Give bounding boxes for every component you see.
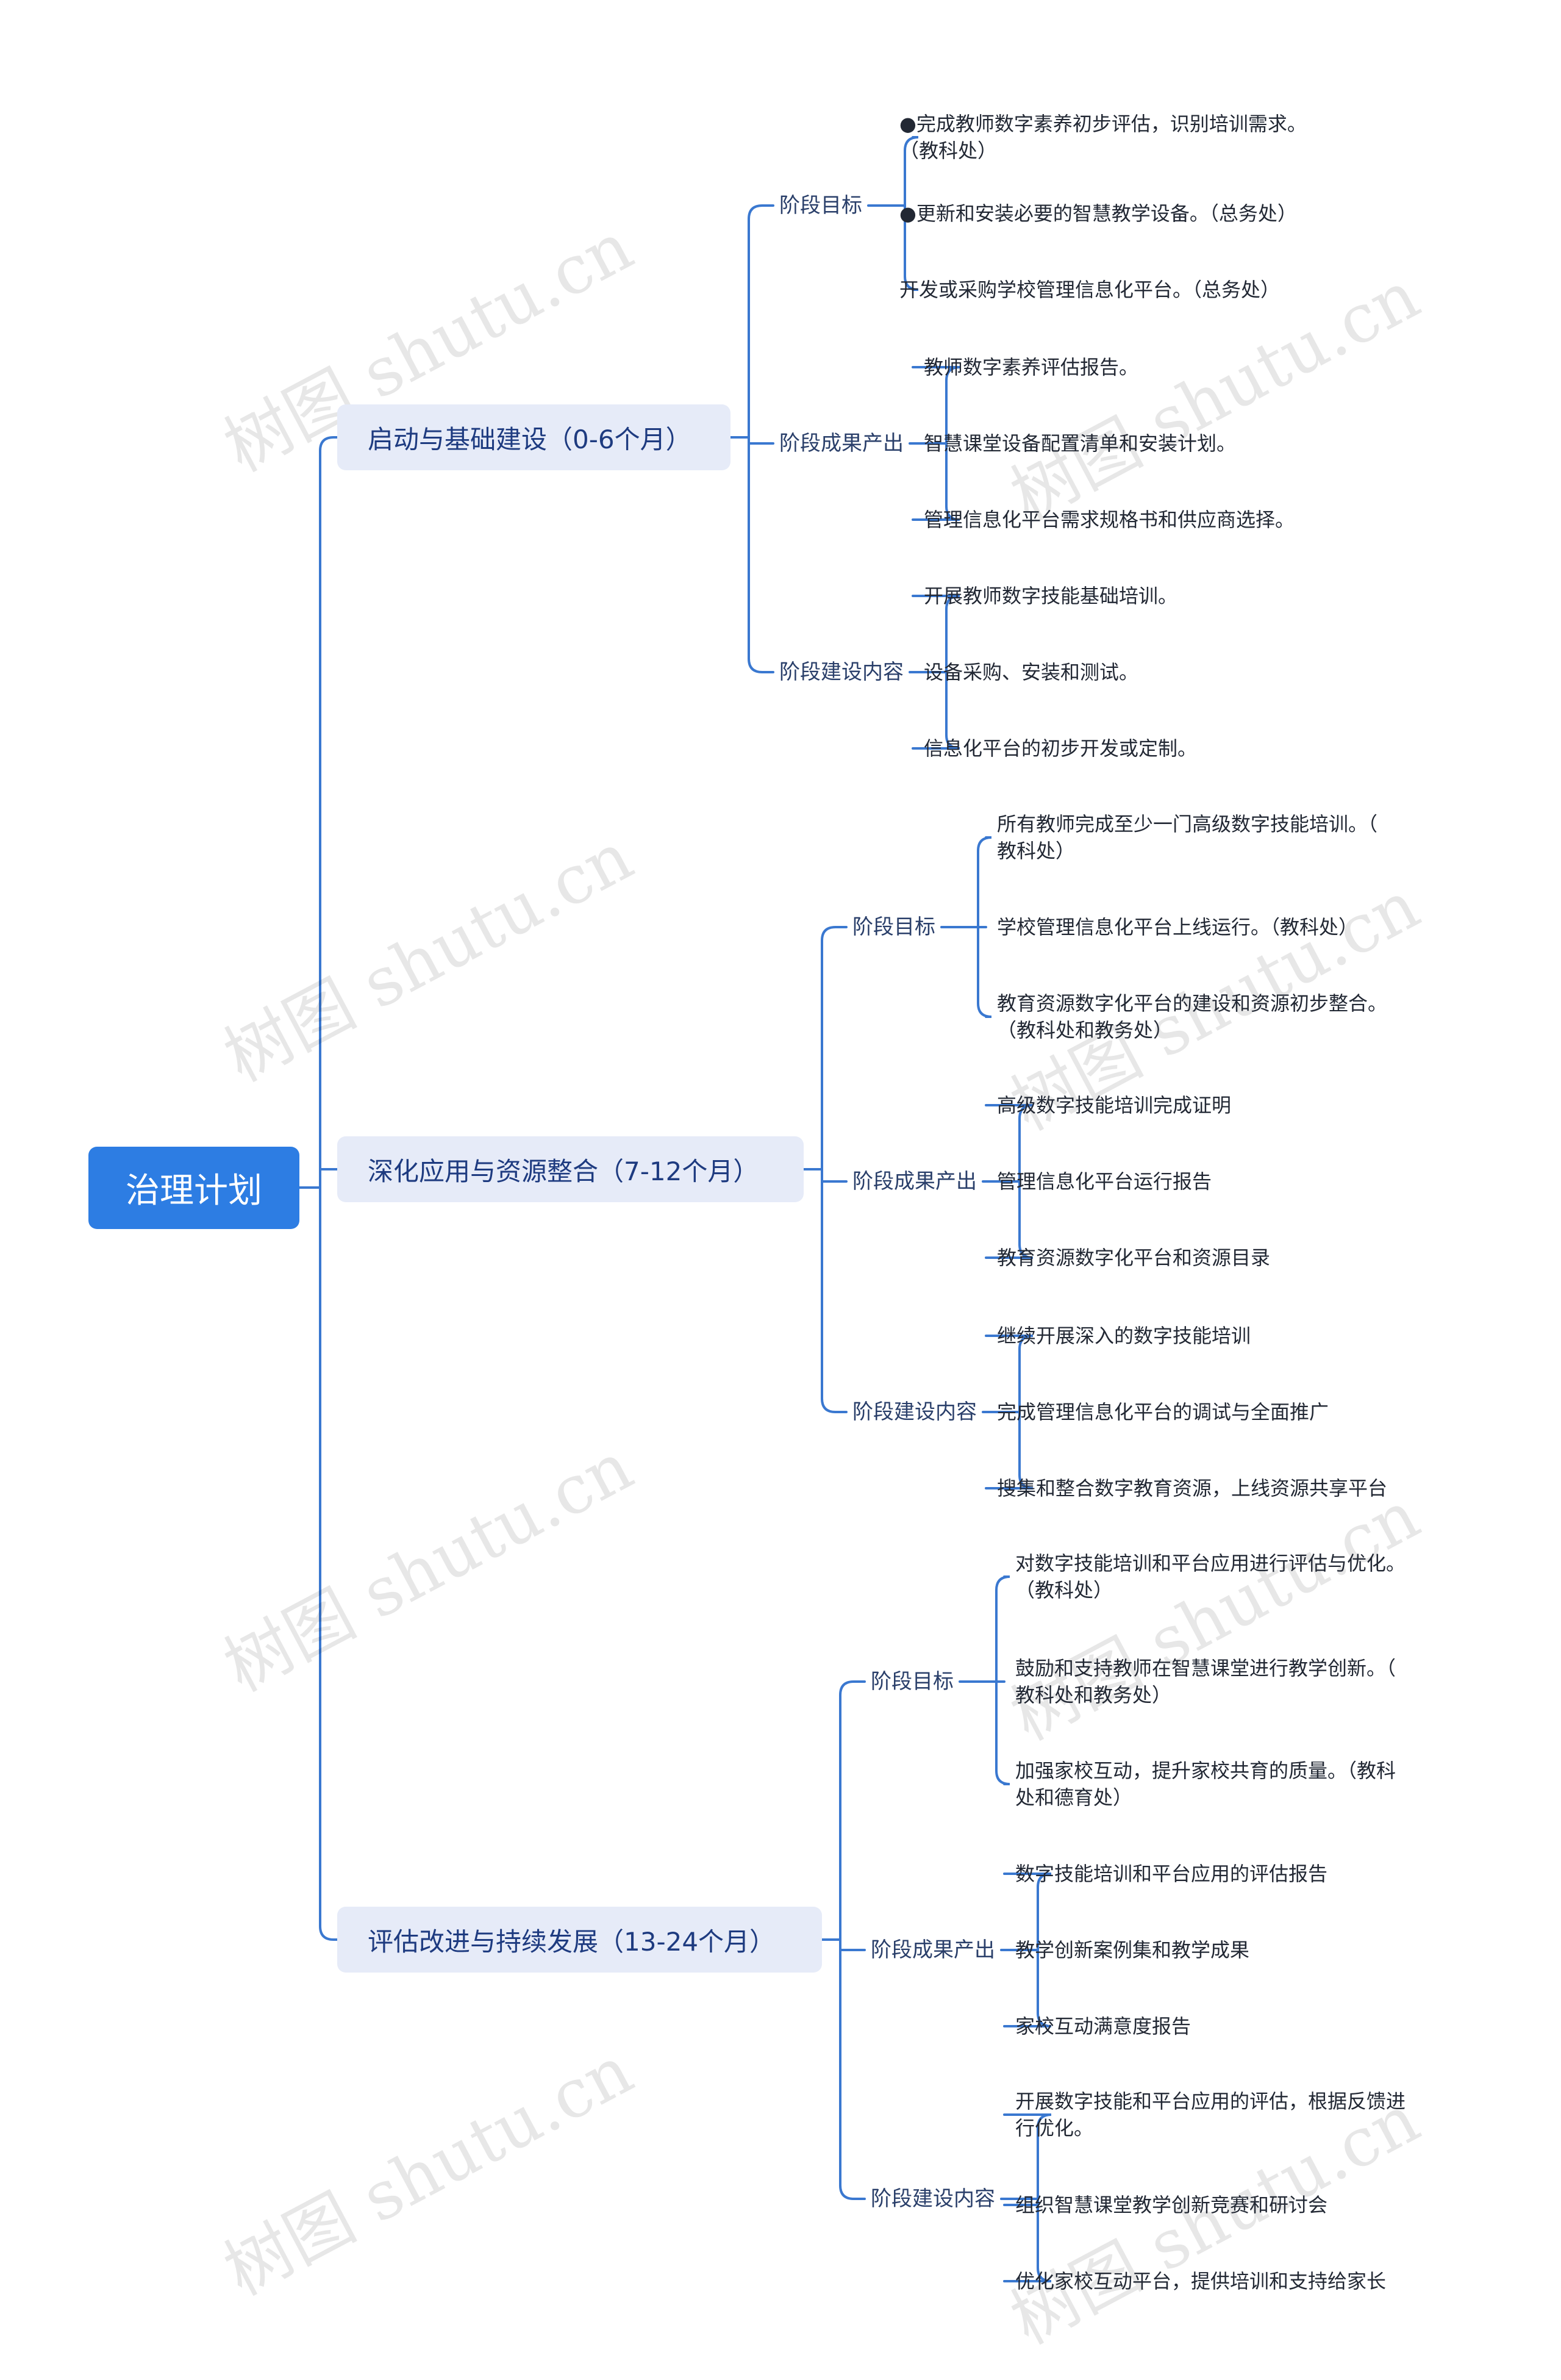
connector-line — [985, 1104, 1034, 1183]
leaf-item[interactable]: ●完成教师数字素养初步评估，识别培训需求。 （教科处） — [899, 112, 1307, 162]
connector-line — [1003, 1873, 1052, 1951]
leaf-item[interactable]: 优化家校互动平台，提供培训和支持给家长 — [1015, 2270, 1387, 2293]
connector-line — [904, 136, 919, 207]
leaf-item[interactable]: ●更新和安装必要的智慧教学设备。（总务处） — [899, 202, 1297, 225]
category-node[interactable]: 阶段成果产出 — [852, 1169, 977, 1194]
category-node[interactable]: 阶段成果产出 — [871, 1938, 995, 1962]
connector-line — [912, 595, 960, 673]
leaf-item[interactable]: 学校管理信息化平台上线运行。（教科处） — [997, 916, 1359, 939]
connector-line — [995, 1680, 1010, 1785]
connector-line — [977, 926, 992, 1018]
leaf-item[interactable]: 开发或采购学校管理信息化平台。（总务处） — [899, 278, 1281, 301]
leaf-item[interactable]: 设备采购、安装和测试。 — [924, 661, 1139, 684]
leaf-item[interactable]: 管理信息化平台运行报告 — [997, 1170, 1212, 1193]
connector-line — [319, 1186, 338, 1941]
connector-line — [985, 1411, 1034, 1489]
leaf-item[interactable]: 家校互动满意度报告 — [1015, 2015, 1191, 2038]
connector-line — [821, 1168, 848, 1413]
connector-line — [1003, 1949, 1052, 2027]
leaf-item[interactable]: 数字技能培训和平台应用的评估报告 — [1015, 1862, 1328, 1885]
category-node[interactable]: 阶段目标 — [779, 193, 862, 218]
leaf-item[interactable]: 完成管理信息化平台的调试与全面推广 — [997, 1400, 1329, 1424]
phase-node[interactable]: 深化应用与资源整合（7-12个月） — [337, 1136, 804, 1202]
leaf-item[interactable]: 教师数字素养评估报告。 — [924, 356, 1139, 379]
category-node[interactable]: 阶段建设内容 — [779, 660, 904, 684]
connector-line — [904, 204, 919, 291]
leaf-item[interactable]: 开展教师数字技能基础培训。 — [924, 584, 1178, 608]
leaf-item[interactable]: 开展数字技能和平台应用的评估，根据反馈进 行优化。 — [1015, 2090, 1406, 2140]
phase-node[interactable]: 评估改进与持续发展（13-24个月） — [337, 1907, 822, 1973]
category-node[interactable]: 阶段建设内容 — [871, 2187, 995, 2211]
connector-line — [748, 436, 774, 673]
connector-line — [985, 1180, 1034, 1259]
category-node[interactable]: 阶段成果产出 — [779, 431, 904, 456]
connector-line — [985, 1335, 1034, 1413]
connector-line — [319, 436, 338, 1189]
leaf-item[interactable]: 智慧课堂设备配置清单和安装计划。 — [924, 432, 1237, 455]
category-node[interactable]: 阶段建设内容 — [852, 1400, 977, 1424]
leaf-item[interactable]: 教育资源数字化平台的建设和资源初步整合。 （教科处和教务处） — [997, 992, 1388, 1042]
connector-line — [839, 1938, 866, 2200]
leaf-item[interactable]: 管理信息化平台需求规格书和供应商选择。 — [924, 508, 1295, 531]
leaf-item[interactable]: 鼓励和支持教师在智慧课堂进行教学创新。（ 教科处和教务处） — [1015, 1657, 1396, 1707]
leaf-item[interactable]: 信息化平台的初步开发或定制。 — [924, 737, 1198, 760]
root-node[interactable]: 治理计划 — [88, 1147, 299, 1229]
leaf-item[interactable]: 高级数字技能培训完成证明 — [997, 1094, 1232, 1117]
connector-line — [821, 926, 848, 1170]
leaf-item[interactable]: 搜集和整合数字教育资源，上线资源共享平台 — [997, 1477, 1388, 1500]
connector-line — [839, 1680, 866, 1941]
phase-node[interactable]: 启动与基础建设（0-6个月） — [337, 404, 730, 470]
category-node[interactable]: 阶段目标 — [871, 1669, 954, 1694]
leaf-item[interactable]: 教学创新案例集和教学成果 — [1015, 1938, 1250, 1962]
leaf-item[interactable]: 加强家校互动，提升家校共育的质量。（教科 处和德育处） — [1015, 1759, 1396, 1809]
leaf-item[interactable]: 所有教师完成至少一门高级数字技能培训。（ 教科处） — [997, 812, 1378, 862]
connector-line — [748, 204, 774, 439]
leaf-item[interactable]: 对数字技能培训和平台应用进行评估与优化。 （教科处） — [1015, 1552, 1406, 1602]
connector-line — [995, 1575, 1010, 1683]
connector-line — [1003, 2113, 1052, 2200]
leaf-item[interactable]: 继续开展深入的数字技能培训 — [997, 1324, 1251, 1347]
connector-line — [912, 442, 960, 521]
category-node[interactable]: 阶段目标 — [852, 915, 935, 939]
leaf-item[interactable]: 组织智慧课堂教学创新竞赛和研讨会 — [1015, 2193, 1328, 2217]
connector-line — [912, 366, 960, 445]
leaf-item[interactable]: 教育资源数字化平台和资源目录 — [997, 1246, 1271, 1269]
connector-line — [1003, 2198, 1052, 2282]
connector-line — [977, 836, 992, 928]
connector-line — [912, 671, 960, 750]
